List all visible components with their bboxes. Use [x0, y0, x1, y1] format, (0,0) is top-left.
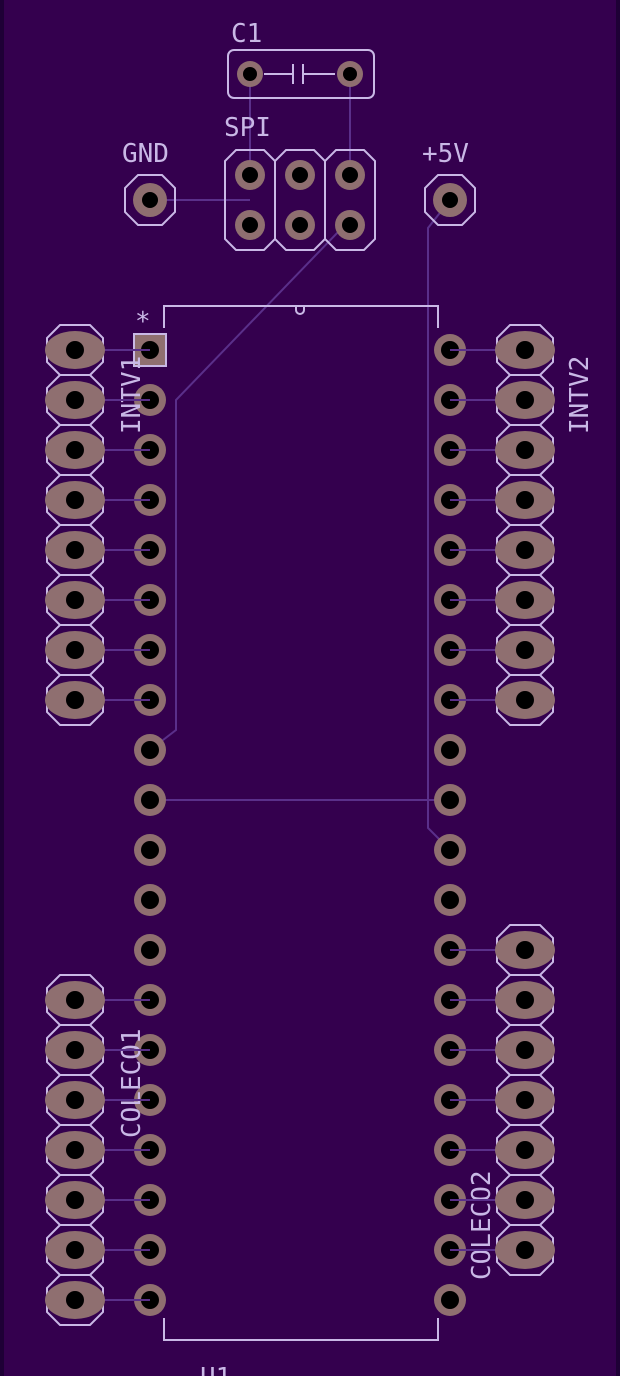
u1-pin-21-hole	[441, 1291, 459, 1309]
u1-pin-30-hole	[441, 841, 459, 859]
gnd-hole	[142, 192, 158, 208]
u1-pin-9-hole	[141, 741, 159, 759]
coleco1-connector: COLECO1	[45, 974, 150, 1326]
plus5v-pad-group: +5V	[422, 139, 476, 226]
intv1-pins-hole-5	[66, 541, 84, 559]
coleco1-pins-hole-2	[66, 1041, 84, 1059]
c1-hole-2	[343, 67, 357, 81]
u1-pin-31-hole	[441, 791, 459, 809]
coleco1-pins-hole-1	[66, 991, 84, 1009]
coleco1-pins-hole-3	[66, 1091, 84, 1109]
spi-outline-2	[274, 149, 326, 251]
intv1-pins	[45, 324, 150, 726]
spi-header: SPI	[224, 113, 376, 251]
c1-hole-1	[243, 67, 257, 81]
coleco2-pins-hole-3	[516, 1041, 534, 1059]
coleco2-pins-hole-4	[516, 1091, 534, 1109]
coleco1-pins	[45, 974, 150, 1326]
spi-hole-6	[342, 217, 358, 233]
intv2-pins	[450, 324, 555, 726]
u1-pin-12-hole	[141, 891, 159, 909]
intv2-pins-hole-6	[516, 591, 534, 609]
u1-pin-10-hole	[141, 791, 159, 809]
intv1-pins-hole-6	[66, 591, 84, 609]
spi-outline-3	[324, 149, 376, 251]
intv1-connector: INTV1	[45, 324, 150, 726]
c1-capacitor: C1	[227, 19, 375, 99]
intv2-pins-hole-3	[516, 441, 534, 459]
intv1-pins-hole-4	[66, 491, 84, 509]
gnd-label: GND	[122, 139, 169, 169]
board-edge-left	[0, 0, 4, 1376]
intv2-pins-hole-8	[516, 691, 534, 709]
u1-outline	[163, 305, 439, 1341]
c1-label: C1	[231, 19, 262, 49]
coleco1-pins-hole-6	[66, 1241, 84, 1259]
coleco2-pins-hole-7	[516, 1241, 534, 1259]
spi-hole-4	[292, 217, 308, 233]
spi-label: SPI	[224, 113, 271, 143]
capacitor-symbol	[264, 64, 335, 84]
u1-pin-32-hole	[441, 741, 459, 759]
spi-hole-3	[292, 167, 308, 183]
intv1-pins-hole-2	[66, 391, 84, 409]
u1-pin-13-hole	[141, 941, 159, 959]
coleco1-label: COLECO1	[117, 1028, 147, 1138]
intv2-connector: INTV2	[450, 324, 595, 726]
spi-hole-2	[242, 217, 258, 233]
intv2-pins-hole-4	[516, 491, 534, 509]
spi-hole-5	[342, 167, 358, 183]
coleco2-pins-hole-2	[516, 991, 534, 1009]
u1-pin-29-hole	[441, 891, 459, 909]
intv2-pins-hole-1	[516, 341, 534, 359]
spi-hole-1	[242, 167, 258, 183]
coleco2-pins-hole-5	[516, 1141, 534, 1159]
coleco2-connector: COLECO2	[450, 924, 555, 1280]
plus5v-octagon	[424, 174, 476, 226]
intv1-pins-hole-1	[66, 341, 84, 359]
intv2-label: INTV2	[565, 356, 595, 434]
coleco2-pins-hole-6	[516, 1191, 534, 1209]
intv2-pins-hole-7	[516, 641, 534, 659]
intv2-pins-hole-2	[516, 391, 534, 409]
coleco2-pins-hole-1	[516, 941, 534, 959]
u1-notch	[295, 306, 305, 315]
trace-spi-u1	[149, 229, 341, 751]
plus5v-label: +5V	[422, 139, 469, 169]
spi-pins	[224, 149, 376, 251]
c1-outline	[227, 49, 375, 99]
u1-label: U1	[200, 1363, 231, 1376]
coleco1-pins-hole-5	[66, 1191, 84, 1209]
coleco2-label: COLECO2	[467, 1170, 497, 1280]
coleco1-pins-hole-7	[66, 1291, 84, 1309]
u1-pin-11-hole	[141, 841, 159, 859]
coleco1-pins-hole-4	[66, 1141, 84, 1159]
intv1-label: INTV1	[117, 356, 147, 434]
gnd-pad-group: GND	[122, 139, 176, 226]
intv1-pins-hole-8	[66, 691, 84, 709]
coleco2-pins	[450, 924, 555, 1276]
gnd-octagon	[124, 174, 176, 226]
intv1-pins-hole-7	[66, 641, 84, 659]
pin1-marker: *	[135, 307, 151, 337]
intv1-pins-hole-3	[66, 441, 84, 459]
board-edge-right	[616, 0, 620, 1376]
spi-outline-1	[224, 149, 276, 251]
plus5v-hole	[442, 192, 458, 208]
intv2-pins-hole-5	[516, 541, 534, 559]
